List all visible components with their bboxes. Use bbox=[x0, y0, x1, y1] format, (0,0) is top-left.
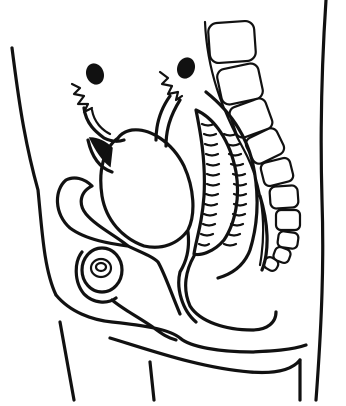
abdominal-wall-outline bbox=[12, 48, 56, 295]
rectal-folds-right bbox=[224, 134, 246, 246]
perineum-line bbox=[110, 338, 300, 373]
vertebra-1 bbox=[208, 20, 257, 63]
right-fallopian-tube-outer bbox=[166, 100, 180, 146]
vertebra-6 bbox=[269, 185, 298, 209]
left-ovary bbox=[84, 62, 106, 86]
vertebra-7 bbox=[276, 210, 300, 230]
back-outline bbox=[316, 0, 326, 400]
right-ovary bbox=[175, 56, 197, 80]
bladder bbox=[57, 178, 128, 246]
urethral-opening-mid bbox=[91, 259, 111, 277]
leg-line-mid bbox=[150, 362, 154, 400]
left-fimbriae bbox=[72, 84, 92, 112]
uterus bbox=[101, 130, 193, 247]
urethral-opening-inner bbox=[96, 263, 106, 271]
thigh-outline bbox=[56, 295, 306, 352]
vaginal-wall-front bbox=[128, 246, 180, 314]
rectum-outer bbox=[194, 110, 238, 254]
leg-line-left bbox=[60, 322, 74, 400]
vaginal-lower-outline bbox=[112, 300, 176, 340]
